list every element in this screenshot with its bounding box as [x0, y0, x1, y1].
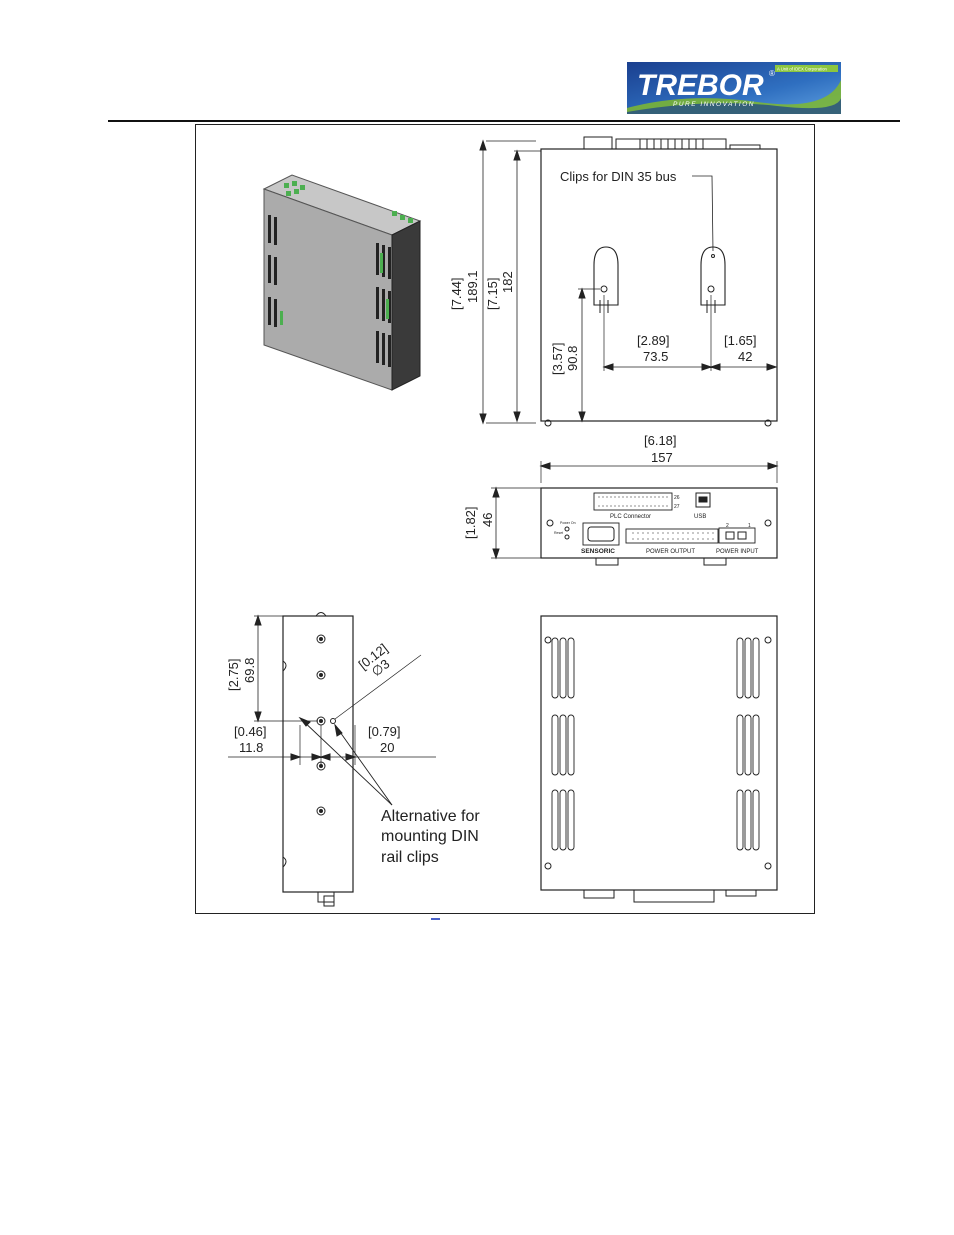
- side-note-line1: Alternative for: [381, 808, 480, 825]
- top-view: Clips for DIN 35 bus [7.44] 189.1 [7.15]…: [449, 136, 779, 483]
- isometric-view: [262, 174, 422, 391]
- reset-label: Reset: [554, 531, 563, 535]
- bottom-view: [540, 615, 778, 903]
- dimension-drawing: Clips for DIN 35 bus [7.44] 189.1 [7.15]…: [195, 124, 815, 914]
- plc-connector-label: PLC Connector: [610, 514, 651, 520]
- drawing-canvas: Clips for DIN 35 bus [7.44] 189.1 [7.15]…: [226, 136, 779, 907]
- dim-clip-offset-in: [2.75]: [226, 658, 241, 691]
- dim-right-offset-mm: 20: [380, 740, 394, 755]
- dim-clip-offset-mm: 69.8: [242, 658, 257, 683]
- clips-callout: Clips for DIN 35 bus: [560, 169, 677, 184]
- caption-marker: [431, 918, 440, 920]
- dim-height-inner-mm: 182: [500, 271, 515, 293]
- usb-label: USB: [694, 514, 706, 520]
- dim-right-offset-in: [0.79]: [368, 724, 401, 739]
- power-input-label: POWER INPUT: [716, 549, 759, 555]
- dim-clip-height-in: [3.57]: [550, 342, 565, 375]
- dim-width-in: [6.18]: [644, 433, 677, 448]
- sensoric-label: SENSORIC: [581, 548, 615, 555]
- side-view: [2.75] 69.8 [0.46] 11.8 [0.79] 20 [0.12]…: [226, 612, 480, 907]
- trebor-logo: TREBOR ® PURE INNOVATION A Unit of IDEX …: [627, 62, 841, 114]
- dim-height-inner-in: [7.15]: [485, 277, 500, 310]
- pin-27-label: 27: [674, 504, 680, 510]
- logo-brand: TREBOR: [637, 69, 764, 102]
- dim-height-outer-mm: 189.1: [465, 270, 480, 303]
- dim-clip-height-mm: 90.8: [565, 346, 580, 371]
- side-note-line3: rail clips: [381, 849, 439, 866]
- logo-badge: A Unit of IDEX Corporation: [777, 67, 827, 72]
- power-output-label: POWER OUTPUT: [646, 549, 695, 555]
- header-rule: [108, 120, 900, 122]
- logo-tagline: PURE INNOVATION: [673, 101, 755, 108]
- power-on-label: Power On: [560, 521, 576, 525]
- logo-registered: ®: [769, 69, 775, 78]
- dim-width-mm: 157: [651, 450, 673, 465]
- dim-clip-edge-in: [1.65]: [724, 333, 757, 348]
- pin-1-label: 1: [748, 523, 751, 529]
- dim-front-height-in: [1.82]: [463, 506, 478, 539]
- front-view: 26 27 PLC Connector USB Power On Reset S…: [463, 486, 778, 566]
- dim-front-height-mm: 46: [480, 513, 495, 527]
- pin-26-label: 26: [674, 495, 680, 501]
- side-note-line2: mounting DIN: [381, 828, 479, 845]
- dim-left-offset-mm: 11.8: [239, 740, 263, 755]
- pin-2-label: 2: [726, 523, 729, 529]
- dim-left-offset-in: [0.46]: [234, 724, 267, 739]
- dim-height-outer-in: [7.44]: [449, 277, 464, 310]
- dim-clip-edge-mm: 42: [738, 349, 752, 364]
- dim-clip-spacing-in: [2.89]: [637, 333, 670, 348]
- dim-clip-spacing-mm: 73.5: [643, 349, 668, 364]
